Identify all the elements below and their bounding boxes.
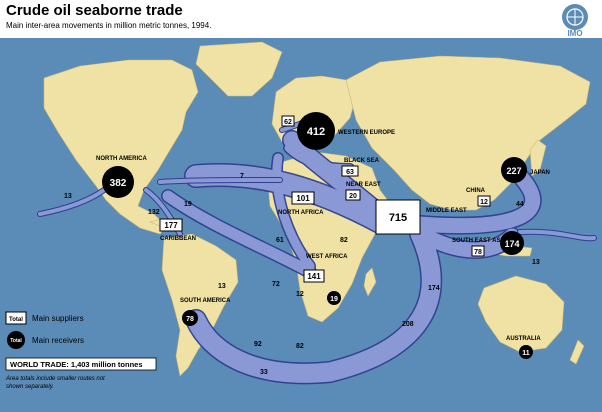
label-north-america: NORTH AMERICA [96, 156, 147, 162]
map-subtitle: Main inter-area movements in million met… [6, 21, 211, 30]
imo-logo-text: IMO [567, 29, 582, 38]
receiver-south-america-value: 78 [186, 316, 194, 323]
legend-supplier-label: Main suppliers [32, 314, 84, 323]
flow-label-44: 44 [516, 201, 524, 208]
label-south-america: SOUTH AMERICA [180, 298, 231, 304]
new-zealand [569, 339, 585, 365]
supplier-black-sea-box [341, 165, 359, 177]
flow-label-33: 33 [260, 369, 268, 376]
supplier-middle-east-box [375, 199, 421, 235]
flow-label-13-pacific: 13 [532, 259, 540, 266]
supplier-near-east-value: 20 [349, 193, 357, 200]
label-black-sea: BLACK SEA [344, 158, 380, 164]
flow-wa-to-europe [272, 153, 315, 271]
supplier-black-sea-value: 63 [346, 169, 354, 176]
flow-label-19: 19 [184, 201, 192, 208]
receivers: 382 412 227 174 19 78 11 [102, 112, 533, 359]
legend-note-line1: Area totals include smaller routes not [5, 376, 105, 382]
legend: Total Main suppliers Total Main receiver… [5, 311, 157, 390]
label-near-east: NEAR EAST [346, 182, 381, 188]
flow-label-13-sa: 13 [218, 283, 226, 290]
header-band [0, 0, 602, 38]
receiver-se-asia-circle [500, 231, 524, 255]
supplier-north-africa-value: 101 [296, 194, 310, 203]
supplier-north-sea-value: 62 [284, 119, 292, 126]
supplier-se-asia-box [471, 245, 485, 257]
label-west-africa: WEST AFRICA [306, 254, 348, 260]
receiver-australia-value: 11 [522, 350, 530, 357]
receiver-japan-circle [501, 157, 527, 183]
flow-label-13-atlantic: 13 [64, 193, 72, 200]
flow-label-92: 92 [254, 341, 262, 348]
receiver-western-europe-value: 412 [307, 126, 325, 138]
flow-label-82-me-eu: 82 [340, 237, 348, 244]
supplier-north-sea-box [281, 115, 295, 127]
receiver-south-america-circle [182, 310, 198, 326]
legend-supplier-swatch-text: Total [9, 317, 23, 323]
supplier-caribbean-box [159, 218, 183, 232]
receiver-se-asia-value: 174 [504, 239, 519, 249]
label-australia: AUSTRALIA [506, 336, 541, 342]
supplier-china-box [477, 195, 491, 207]
flow-me-to-japan [412, 168, 541, 234]
legend-supplier-swatch [5, 311, 27, 325]
flow-label-174: 174 [428, 285, 440, 292]
supplier-se-asia-value: 78 [474, 249, 482, 256]
flow-pacific-outbound [518, 229, 596, 241]
receiver-north-america-value: 382 [110, 178, 127, 189]
flow-me-to-europe [283, 131, 389, 223]
south-america [161, 233, 239, 377]
flow-label-61: 61 [276, 237, 284, 244]
legend-receiver-swatch-text: Total [10, 338, 22, 344]
supplier-west-africa-box [303, 269, 325, 283]
label-china: CHINA [466, 188, 486, 194]
label-japan: JAPAN [530, 170, 550, 176]
flow-label-82-sa: 82 [296, 343, 304, 350]
flow-labels: 13 7 19 132 61 82 72 12 13 92 82 33 208 … [64, 173, 540, 376]
flow-me-to-south-america [186, 224, 441, 383]
imo-logo: IMO [562, 4, 588, 38]
supplier-north-africa-box [291, 191, 315, 205]
flow-label-72: 72 [272, 281, 280, 288]
receiver-south-africa-value: 19 [330, 296, 338, 303]
flow-label-208: 208 [402, 321, 414, 328]
receiver-australia-circle [519, 345, 533, 359]
label-middle-east: MIDDLE EAST [426, 208, 467, 214]
flow-na-to-europe [158, 178, 282, 184]
world-trade-text: WORLD TRADE: 1,403 million tonnes [10, 360, 143, 369]
flow-me-to-north-america [185, 164, 391, 233]
supplier-caribbean-value: 177 [164, 221, 178, 230]
flow-wa-to-north-america [162, 190, 316, 278]
flow-label-7: 7 [240, 173, 244, 180]
supplier-middle-east-value: 715 [389, 212, 407, 224]
flow-atlantic-inbound [38, 188, 106, 216]
australia [477, 275, 565, 353]
supplier-china-value: 12 [480, 199, 488, 206]
world-trade-box [5, 357, 157, 371]
madagascar [363, 267, 377, 297]
japan-island [529, 139, 547, 177]
north-america [43, 59, 199, 235]
label-western-europe: WESTERN EUROPE [338, 130, 395, 136]
label-south-east-asia: SOUTH EAST ASIA [452, 238, 507, 244]
legend-receiver-label: Main receivers [32, 336, 84, 345]
flow-label-132: 132 [148, 209, 160, 216]
map-title: Crude oil seaborne trade [6, 2, 183, 19]
receiver-japan-value: 227 [506, 166, 521, 176]
legend-receiver-swatch [7, 331, 25, 349]
receiver-south-africa-circle [327, 291, 341, 305]
receiver-north-america-circle [102, 166, 134, 198]
greenland [195, 41, 283, 97]
supplier-west-africa-value: 141 [307, 272, 321, 281]
supplier-near-east-box [345, 189, 361, 201]
flow-label-12: 12 [296, 291, 304, 298]
label-caribbean: CARIBBEAN [160, 236, 196, 242]
legend-note-line2: shown separately. [6, 384, 54, 390]
receiver-western-europe-circle [297, 112, 335, 150]
label-north-africa: NORTH AFRICA [278, 210, 324, 216]
region-labels: NORTH AMERICA WESTERN EUROPE BLACK SEA N… [96, 130, 550, 342]
suppliers: 715 101 141 177 63 20 12 78 62 [159, 115, 491, 283]
